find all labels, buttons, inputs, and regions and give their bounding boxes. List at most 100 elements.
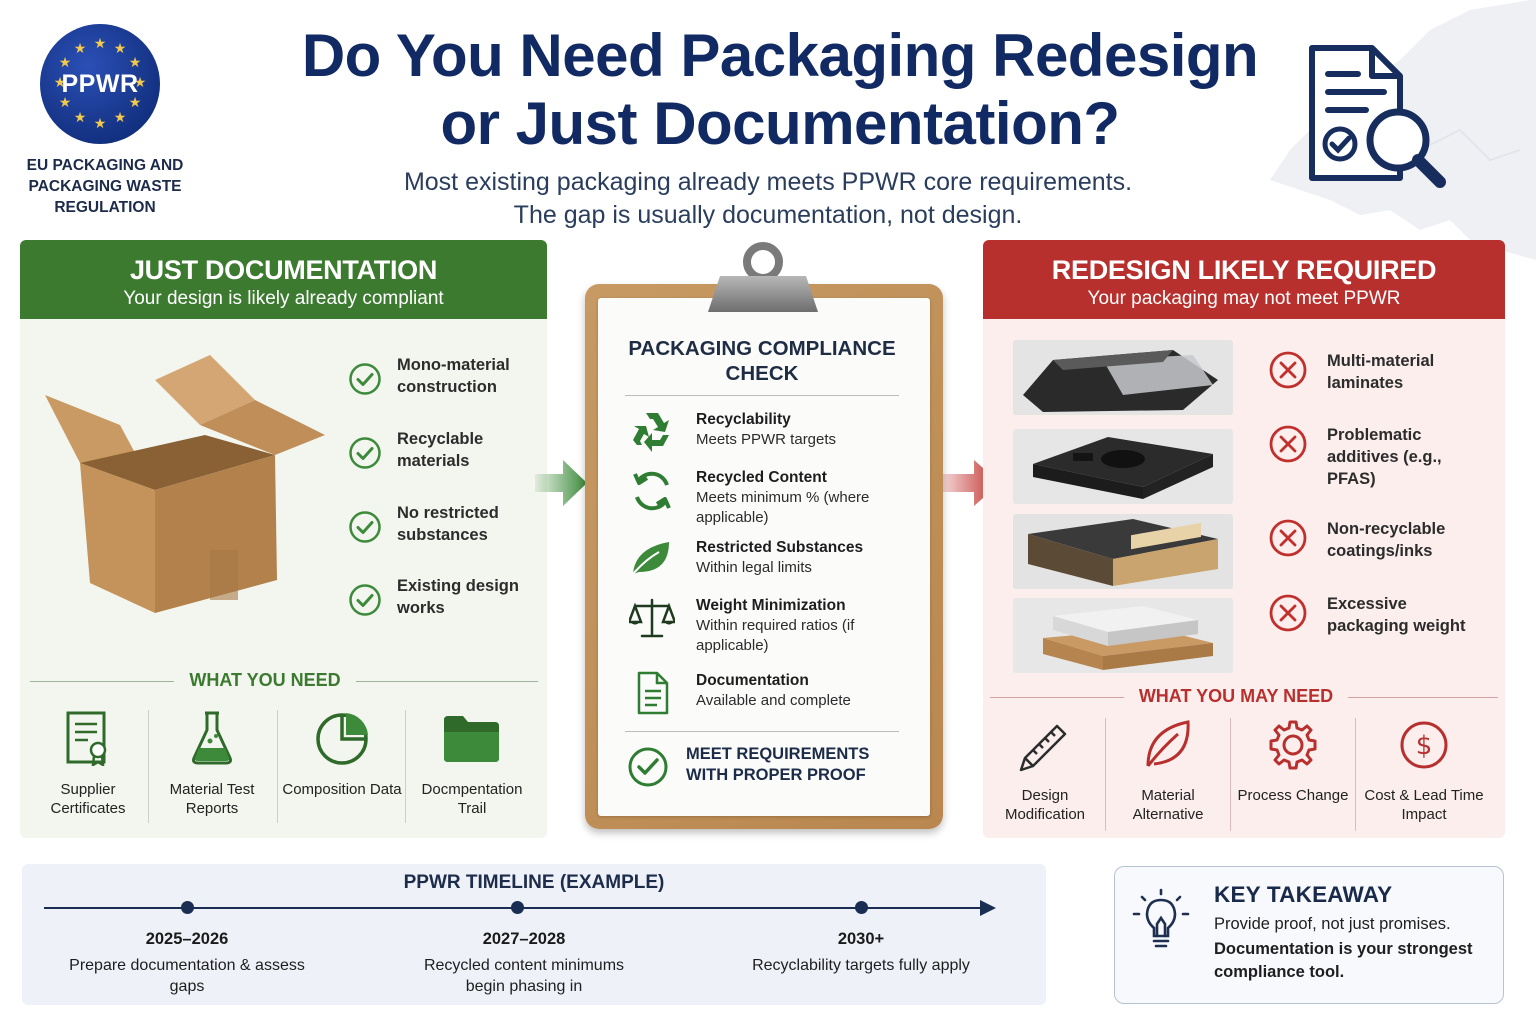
what-you-need-title: WHAT YOU NEED bbox=[189, 670, 341, 690]
divider bbox=[625, 395, 899, 396]
need-process-change: Process Change bbox=[1231, 718, 1355, 805]
timeline-panel bbox=[22, 864, 1046, 1005]
foam-insert-image bbox=[1013, 429, 1233, 504]
svg-text:★: ★ bbox=[74, 109, 87, 125]
meet-requirements-text: MEET REQUIREMENTS WITH PROPER PROOF bbox=[686, 745, 870, 784]
timeline-year: 2027–2028 bbox=[482, 930, 566, 948]
oversized-box-image bbox=[1013, 598, 1233, 673]
title-line-2: or Just Documentation? bbox=[440, 90, 1120, 157]
subtitle-line-2: The gap is usually documentation, not de… bbox=[513, 201, 1023, 229]
pie-chart-icon bbox=[316, 713, 368, 765]
folder-icon bbox=[444, 716, 499, 762]
x-circle-icon bbox=[1269, 594, 1307, 632]
need-label: Supplier Certificates bbox=[50, 781, 126, 817]
check-existing-design: Existing design works bbox=[348, 575, 538, 627]
laminate-pouch-image bbox=[1013, 340, 1233, 415]
need-label: Material Alternative bbox=[1132, 787, 1204, 823]
timeline-arrowhead-icon bbox=[980, 900, 996, 916]
svg-text:★: ★ bbox=[74, 40, 87, 56]
check-item-desc: Within legal limits bbox=[696, 559, 812, 576]
certificate-icon bbox=[66, 711, 107, 766]
svg-text:★: ★ bbox=[94, 35, 107, 51]
redesign-required-header: REDESIGN LIKELY REQUIRED Your packaging … bbox=[983, 240, 1505, 319]
issue-label: Excessive packaging weight bbox=[1327, 595, 1466, 635]
just-documentation-subtitle: Your design is likely already compliant bbox=[123, 288, 444, 309]
x-circle-icon bbox=[1269, 351, 1307, 389]
svg-text:★: ★ bbox=[114, 109, 127, 125]
check-label: Mono-material construction bbox=[397, 356, 510, 396]
svg-text:$: $ bbox=[1416, 731, 1433, 761]
svg-text:★: ★ bbox=[114, 40, 127, 56]
timeline-year: 2030+ bbox=[837, 930, 885, 948]
subtitle-line-1: Most existing packaging already meets PP… bbox=[403, 168, 1133, 196]
leaf-outline-icon bbox=[1146, 720, 1190, 767]
need-material-test-reports: Material Test Reports bbox=[150, 710, 274, 818]
need-label: Docmpentation Trail bbox=[421, 781, 523, 817]
timeline-year: 2025–2026 bbox=[145, 930, 229, 948]
divider bbox=[990, 697, 1124, 698]
timeline-desc: Prepare documentation & assess gaps bbox=[69, 957, 305, 995]
lightbulb-icon bbox=[1132, 888, 1190, 948]
check-item-title: Recycled Content bbox=[696, 469, 827, 486]
divider bbox=[405, 710, 406, 823]
leaf-icon bbox=[632, 542, 669, 575]
green-arrow-icon bbox=[535, 460, 587, 506]
page-title: Do You Need Packaging Redesign or Just D… bbox=[250, 22, 1310, 158]
need-label: Composition Data bbox=[282, 781, 402, 798]
cardboard-box-image bbox=[45, 355, 325, 613]
issue-label: Problematic additives (e.g., PFAS) bbox=[1327, 426, 1442, 488]
need-documentation-trail: Docmpentation Trail bbox=[410, 710, 534, 818]
divider bbox=[625, 731, 899, 732]
divider bbox=[148, 710, 149, 823]
recycle-icon bbox=[633, 413, 669, 452]
compliance-check-title: PACKAGING COMPLIANCE CHECK bbox=[628, 337, 896, 385]
timeline-event-2: 2027–2028 Recycled content minimums begi… bbox=[404, 929, 644, 997]
ruler-pencil-icon bbox=[1019, 724, 1067, 772]
check-circle-icon bbox=[628, 747, 668, 787]
eu-stars-icon: ★ ★ ★ ★ ★ ★ ★ ★ ★ ★ ★ ★ bbox=[54, 35, 147, 131]
check-no-restricted: No restricted substances bbox=[348, 502, 538, 554]
svg-text:★: ★ bbox=[134, 74, 147, 90]
what-you-may-need-title: WHAT YOU MAY NEED bbox=[1138, 686, 1334, 706]
x-circle-icon bbox=[1269, 519, 1307, 557]
scale-balance-icon bbox=[629, 598, 675, 638]
check-item-title: Recyclability bbox=[696, 411, 791, 428]
x-circle-icon bbox=[1269, 425, 1307, 463]
redesign-required-title: REDESIGN LIKELY REQUIRED bbox=[1051, 255, 1437, 285]
check-label: No restricted substances bbox=[397, 504, 499, 544]
timeline-dot bbox=[181, 901, 194, 914]
key-takeaway-title: KEY TAKEAWAY bbox=[1214, 882, 1393, 907]
need-supplier-certificates: Supplier Certificates bbox=[26, 710, 150, 818]
divider bbox=[1105, 718, 1106, 831]
check-item-title: Weight Minimization bbox=[696, 597, 846, 614]
check-circle-icon bbox=[349, 437, 381, 469]
gear-icon bbox=[1269, 720, 1317, 770]
need-label: Design Modification bbox=[1004, 787, 1086, 823]
need-design-modification: Design Modification bbox=[983, 718, 1107, 824]
divider bbox=[1355, 718, 1356, 831]
just-documentation-header: JUST DOCUMENTATION Your design is likely… bbox=[20, 240, 547, 319]
check-item-desc: Within required ratios (if applicable) bbox=[696, 617, 855, 654]
divider bbox=[1348, 697, 1498, 698]
check-mono-material: Mono-material construction bbox=[348, 354, 538, 406]
need-cost-lead-time: $ Cost & Lead Time Impact bbox=[1357, 718, 1491, 824]
check-item-desc: Meets PPWR targets bbox=[696, 431, 837, 448]
document-magnifier-icon bbox=[1309, 45, 1446, 188]
timeline-dot bbox=[511, 901, 524, 914]
redesign-required-subtitle: Your packaging may not meet PPWR bbox=[1087, 288, 1401, 309]
need-label: Process Change bbox=[1237, 787, 1349, 804]
issue-label: Non-recyclable coatings/inks bbox=[1327, 520, 1446, 560]
coated-box-image bbox=[1013, 514, 1233, 589]
just-documentation-title: JUST DOCUMENTATION bbox=[129, 255, 438, 285]
key-takeaway-line-2: Documentation is your strongest complian… bbox=[1214, 940, 1473, 981]
dollar-circle-icon: $ bbox=[1400, 721, 1448, 769]
check-item-title: Restricted Substances bbox=[696, 539, 864, 556]
need-material-alternative: Material Alternative bbox=[1106, 718, 1230, 824]
check-item-desc: Available and complete bbox=[696, 692, 851, 709]
timeline-event-3: 2030+ Recyclability targets fully apply bbox=[741, 929, 981, 976]
need-label: Material Test Reports bbox=[169, 781, 255, 817]
check-circle-icon bbox=[349, 584, 381, 616]
flask-icon bbox=[192, 711, 232, 765]
logo-text: PPWR bbox=[61, 69, 139, 98]
key-takeaway-box bbox=[1114, 866, 1504, 1004]
